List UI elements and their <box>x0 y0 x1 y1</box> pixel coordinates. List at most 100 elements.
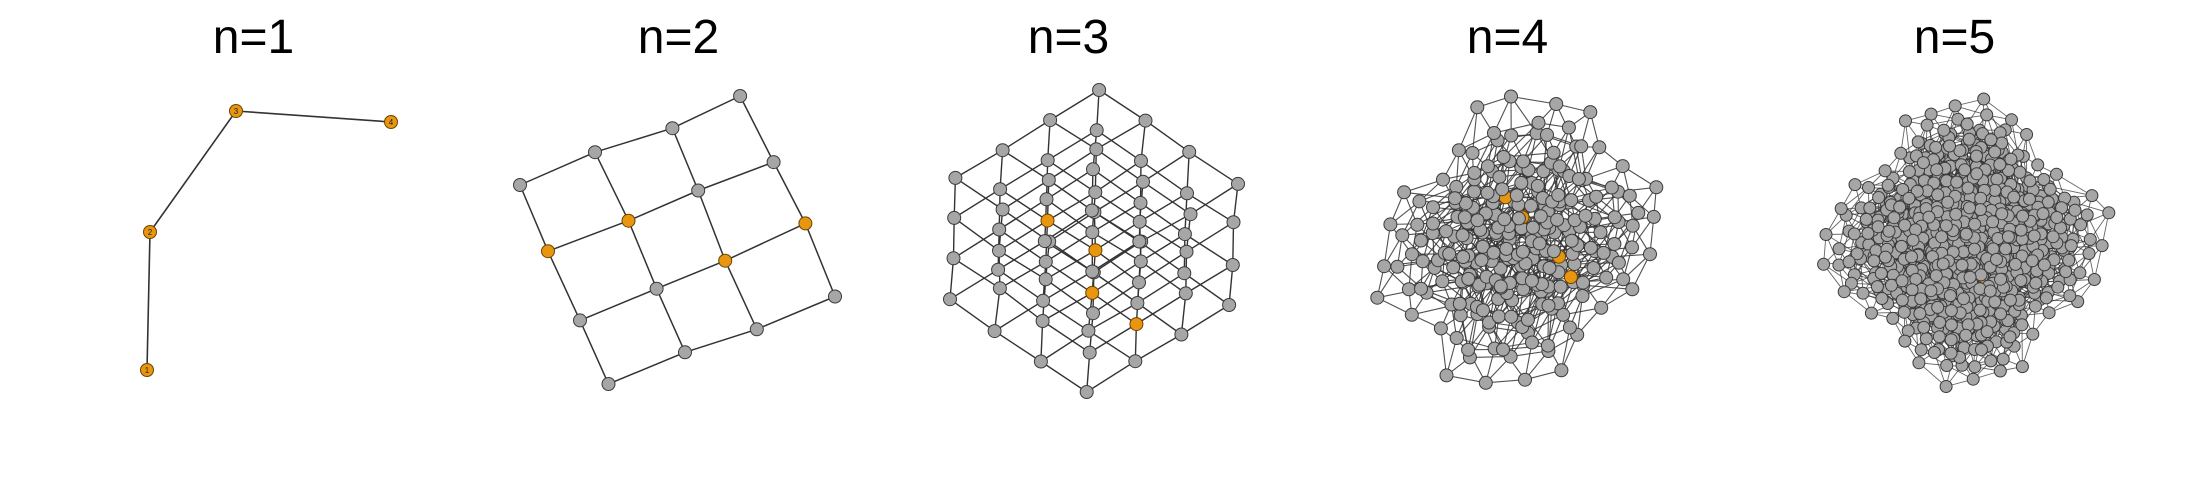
graph-node <box>1564 233 1579 248</box>
edge-line <box>998 198 1047 231</box>
graph-node <box>1518 372 1532 387</box>
graph-node <box>993 182 1008 197</box>
graph-node <box>1497 212 1512 227</box>
graph-node <box>1039 192 1054 207</box>
edge-line <box>1089 323 1137 354</box>
graph-node <box>1401 282 1416 297</box>
edge-line <box>1091 270 1138 304</box>
highlighted-node <box>718 253 733 268</box>
graph-node <box>1524 273 1539 288</box>
graph-node <box>665 121 680 136</box>
graph-node <box>1079 385 1094 399</box>
graph-node <box>1085 264 1100 279</box>
graph-node <box>1451 143 1466 158</box>
edge-line <box>1134 333 1182 362</box>
graph-node <box>1491 309 1506 324</box>
edge-line <box>1510 95 1557 105</box>
graph-node <box>1447 191 1462 206</box>
edge-line <box>1098 89 1146 122</box>
graph-node <box>1134 153 1148 168</box>
graph-node <box>1616 272 1631 287</box>
graph-node <box>1178 286 1193 301</box>
graph-node <box>649 281 664 296</box>
graph-node <box>1435 274 1450 289</box>
edge-line <box>1094 191 1141 223</box>
graph-node <box>1533 209 1548 224</box>
edge-line <box>1047 191 1096 222</box>
highlighted-node <box>229 104 243 118</box>
edge-line <box>1138 240 1185 274</box>
graph-node <box>987 324 1002 339</box>
graph-node <box>1177 266 1192 281</box>
edge-line <box>1140 160 1188 194</box>
edge-line <box>1048 211 1095 243</box>
edges <box>146 110 392 371</box>
edge-line <box>1142 151 1190 183</box>
edge-line <box>1048 148 1097 181</box>
graph-node <box>573 313 587 328</box>
edge-line <box>1088 330 1136 362</box>
graph-node <box>1564 193 1579 208</box>
graph-node <box>992 222 1007 237</box>
graph-node <box>1541 298 1556 313</box>
graph-node <box>1615 159 1630 174</box>
graph-node <box>1461 342 1476 357</box>
graph-node <box>1486 245 1501 260</box>
graph-node <box>1183 207 1198 222</box>
edge-line <box>608 351 686 385</box>
graph-node <box>1038 272 1053 287</box>
edge-line <box>1047 220 1096 251</box>
graph-node <box>691 183 706 198</box>
edge-line <box>628 189 699 222</box>
edge-line <box>1040 330 1089 363</box>
highlighted-node <box>798 216 813 231</box>
edge-line <box>1190 183 1239 215</box>
graph-node <box>1082 345 1097 360</box>
edge-line <box>1140 213 1191 243</box>
graph-node <box>1086 306 1100 321</box>
graph-node <box>1456 250 1471 264</box>
edge-line <box>999 188 1048 222</box>
graph-node <box>1088 185 1103 200</box>
graph-node <box>1226 215 1241 230</box>
edge-line <box>1088 302 1138 332</box>
graph-node <box>766 155 781 170</box>
graph-node <box>1511 211 1526 226</box>
graph-node <box>1470 213 1485 228</box>
graph-node <box>1540 127 1554 142</box>
graph-node <box>1550 212 1565 227</box>
graph-node <box>1604 180 1619 195</box>
graph-node <box>1578 208 1593 223</box>
edge-line <box>1440 328 1448 376</box>
graph-node <box>1412 194 1427 209</box>
node-label: 3 <box>234 107 239 116</box>
graph-node <box>1546 244 1561 259</box>
panel-n3: n=3 <box>850 0 1287 501</box>
edge-line <box>146 231 151 371</box>
edge-line <box>998 250 1047 280</box>
graph-node <box>1467 165 1482 180</box>
graph-n2 <box>513 89 842 391</box>
graph-node <box>1586 261 1601 275</box>
graph-node <box>1035 314 1050 328</box>
graph-node <box>1397 185 1412 200</box>
graph-node <box>1594 300 1609 315</box>
node-label: 2 <box>148 228 153 237</box>
graph-node <box>1593 225 1608 240</box>
graph-node <box>678 345 692 360</box>
graph-n4 <box>1370 89 1664 390</box>
graph-node <box>1132 234 1147 249</box>
edge-line <box>1186 192 1234 223</box>
highlighted-node <box>1129 317 1144 332</box>
edge-line <box>955 149 1003 179</box>
graph-node <box>1525 220 1540 235</box>
graph-node <box>1433 321 1448 336</box>
edge-line <box>1095 148 1144 183</box>
graph-node <box>991 262 1006 277</box>
graph-node <box>1562 320 1577 335</box>
edge-line <box>804 223 836 297</box>
edge-line <box>1186 221 1234 253</box>
graph-node <box>1446 260 1461 275</box>
